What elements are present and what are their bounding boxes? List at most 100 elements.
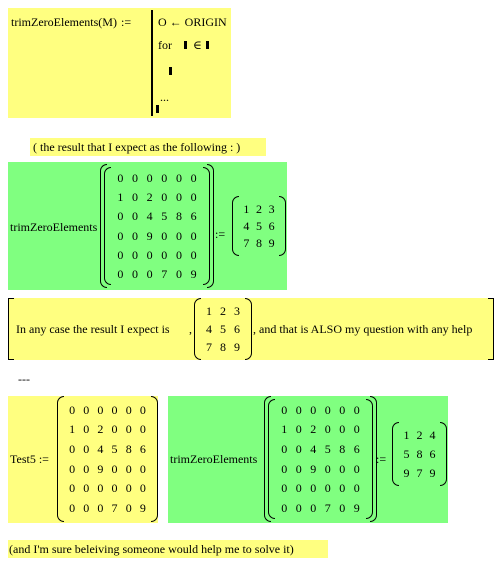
matrix-cell: 8 xyxy=(255,236,262,251)
paren-right-inner xyxy=(203,167,210,285)
matrix-cell: 6 xyxy=(139,442,146,457)
matrix-cell: 0 xyxy=(190,228,197,243)
matrix-cell: 2 xyxy=(146,189,153,204)
matrix-cell: 0 xyxy=(83,481,90,496)
matrix-cell: 3 xyxy=(234,304,240,318)
matrix-cell: 0 xyxy=(146,170,153,185)
matrix-cell: 0 xyxy=(131,228,138,243)
matrix-cell: 0 xyxy=(111,481,118,496)
closing-note-region[interactable]: (and I'm sure beleiving someone would he… xyxy=(8,540,328,558)
matrix-cell: 0 xyxy=(190,170,197,185)
matrix-cell: 0 xyxy=(125,481,132,496)
matrix-cell: 0 xyxy=(295,481,302,496)
matrix-cell: 0 xyxy=(111,402,118,417)
paren-right xyxy=(151,396,158,522)
matrix-cell: 9 xyxy=(139,501,146,516)
matrix-cell: 0 xyxy=(125,402,132,417)
matrix-cell: 0 xyxy=(146,267,153,282)
matrix-cell: 8 xyxy=(220,340,226,354)
matrix-cell: 4 xyxy=(310,442,317,457)
paren-left xyxy=(232,196,239,256)
program-bar xyxy=(151,10,153,116)
matrix-cell: 0 xyxy=(295,501,302,516)
matrix-cell: 9 xyxy=(268,236,275,251)
placeholder-body[interactable] xyxy=(169,67,172,75)
matrix-cell: 0 xyxy=(139,402,146,417)
paren-left xyxy=(57,396,64,522)
matrix-cell: 0 xyxy=(339,422,346,437)
paren-left xyxy=(264,396,271,522)
placeholder-var[interactable] xyxy=(184,41,187,49)
matrix-cell: 5 xyxy=(403,446,410,461)
matrix-cell: 0 xyxy=(69,501,76,516)
matrix-cell: 0 xyxy=(190,189,197,204)
matrix-cell: 0 xyxy=(139,481,146,496)
matrix-cell: 0 xyxy=(161,170,168,185)
matrix-cell: 4 xyxy=(206,322,212,336)
paren-left-inner xyxy=(268,399,275,519)
matrix-cell: 0 xyxy=(175,170,182,185)
matrix-cell: 0 xyxy=(353,461,360,476)
matrix-cell: 0 xyxy=(69,481,76,496)
matrix-cell: 2 xyxy=(416,428,423,443)
matrix-cell: 6 xyxy=(268,218,275,233)
matrix-cell: 5 xyxy=(255,218,262,233)
matrix-cell: 0 xyxy=(339,481,346,496)
function-definition-region[interactable]: trimZeroElements(M) := O ← ORIGIN for ∈ … xyxy=(8,8,231,118)
paren-left-inner xyxy=(104,167,111,285)
matrix-cell: 2 xyxy=(220,304,226,318)
matrix-cell: 0 xyxy=(83,422,90,437)
matrix-cell: 0 xyxy=(175,267,182,282)
paren-left xyxy=(392,422,399,486)
matrix-cell: 0 xyxy=(295,422,302,437)
matrix-cell: 1 xyxy=(281,422,288,437)
matrix-cell: 6 xyxy=(353,442,360,457)
matrix-cell: 0 xyxy=(69,402,76,417)
matrix-cell: 1 xyxy=(69,422,76,437)
program-line-1[interactable]: O ← ORIGIN xyxy=(158,15,227,29)
matrix-cell: 9 xyxy=(97,461,104,476)
placeholder-return[interactable] xyxy=(156,105,159,113)
matrix-cell: 0 xyxy=(83,402,90,417)
matrix-cell: 1 xyxy=(117,189,124,204)
matrix-cell: 0 xyxy=(190,247,197,262)
matrix-cell: 0 xyxy=(111,422,118,437)
matrix-cell: 0 xyxy=(83,442,90,457)
region-bracket-right xyxy=(488,298,494,360)
matrix-cell: 4 xyxy=(146,209,153,224)
matrix-cell: 0 xyxy=(281,501,288,516)
paren-right xyxy=(279,196,286,256)
matrix-cell: 0 xyxy=(161,189,168,204)
comma: , xyxy=(189,322,192,336)
matrix-cell: 0 xyxy=(69,461,76,476)
matrix-cell: 0 xyxy=(353,481,360,496)
matrix-cell: 8 xyxy=(175,209,182,224)
placeholder-range[interactable] xyxy=(206,41,209,49)
matrix-cell: 5 xyxy=(324,442,331,457)
matrix-cell: 0 xyxy=(324,402,331,417)
matrix-cell: 0 xyxy=(131,267,138,282)
matrix-cell: 3 xyxy=(268,201,275,216)
matrix-cell: 0 xyxy=(353,402,360,417)
matrix-cell: 5 xyxy=(161,209,168,224)
matrix-cell: 4 xyxy=(97,442,104,457)
expect-note-region[interactable]: ( the result that I expect as the follow… xyxy=(30,138,266,156)
matrix-cell: 0 xyxy=(353,422,360,437)
matrix-cell: 0 xyxy=(324,422,331,437)
paren-left xyxy=(194,298,201,360)
